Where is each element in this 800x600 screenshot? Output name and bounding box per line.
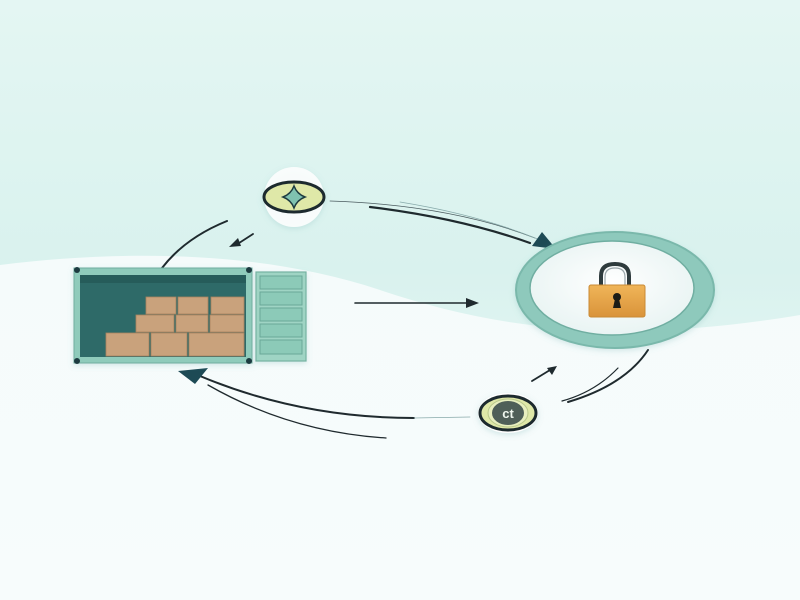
box [209, 314, 245, 333]
bottom-badge: ct [478, 393, 538, 433]
shipping-container [73, 267, 307, 364]
box [135, 314, 175, 333]
top-badge [262, 167, 326, 227]
small-arrowhead-left [229, 238, 241, 247]
box [177, 296, 209, 315]
arc-bottom-tail [413, 416, 471, 419]
small-arrow-up [531, 369, 551, 382]
container-door [255, 271, 307, 362]
sparkle-icon [280, 183, 308, 211]
secure-lock [515, 231, 715, 349]
arc-top-right-faint [399, 201, 541, 241]
arrowhead-to-container [178, 368, 208, 384]
arrowhead-straight [466, 298, 479, 308]
box [210, 296, 245, 315]
arc-bottom-left [199, 375, 415, 419]
arc-top-left [161, 220, 228, 269]
arc-right-down-thin [561, 367, 619, 402]
arc-right-down [567, 349, 649, 403]
padlock-icon [588, 261, 646, 318]
cargo-boxes [105, 296, 245, 357]
arc-top-right-thin [329, 200, 536, 239]
small-arrowhead-up [547, 366, 557, 375]
box [145, 296, 177, 315]
arrowhead-to-lock [532, 232, 556, 249]
box [150, 332, 188, 357]
box [175, 314, 209, 333]
box [188, 332, 245, 357]
arc-bottom-left-thin [207, 384, 387, 439]
box [105, 332, 150, 357]
badge-glyph: ct [502, 406, 514, 421]
arc-top-right [368, 205, 532, 245]
connectors [161, 200, 649, 439]
